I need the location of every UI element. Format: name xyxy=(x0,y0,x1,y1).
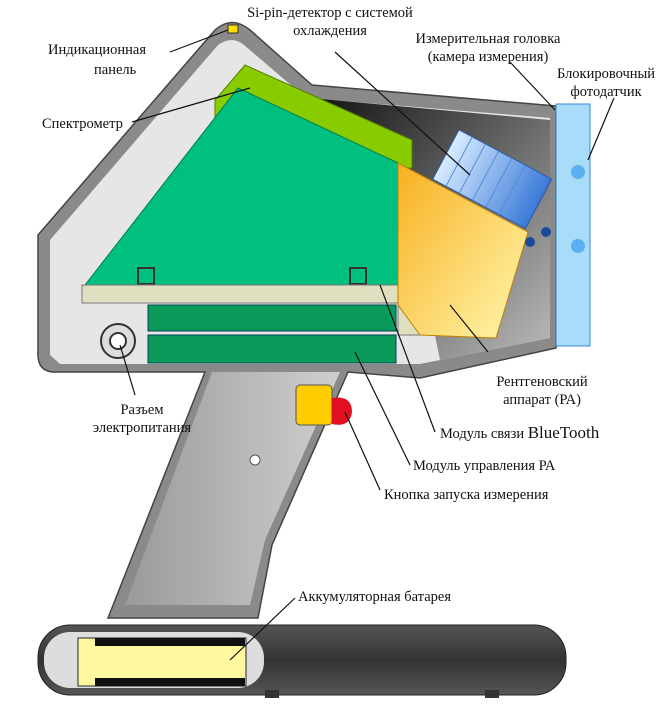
control-module xyxy=(147,334,397,364)
indicator-led xyxy=(227,24,239,34)
label-start-button: Кнопка запуска измерения xyxy=(384,487,549,503)
label-spectrometer: Спектрометр xyxy=(42,116,123,132)
trigger-housing xyxy=(295,384,333,426)
label-battery: Аккумуляторная батарея xyxy=(298,589,451,605)
base-plate xyxy=(81,284,401,304)
label-bluetooth: Модуль связи BlueTooth xyxy=(440,423,600,442)
xray-tube xyxy=(397,162,529,339)
mount-left xyxy=(137,267,155,285)
photosensor-block xyxy=(555,103,591,347)
handle-grip xyxy=(125,372,340,605)
label-measuring-head: Измерительная головка(камера измерения) xyxy=(416,31,562,65)
start-button[interactable] xyxy=(332,397,352,425)
bluetooth-module xyxy=(147,304,397,332)
detector-coil xyxy=(432,129,553,230)
label-control-module: Модуль управления РА xyxy=(413,458,556,474)
leader-lines xyxy=(119,29,615,661)
mount-right xyxy=(349,267,367,285)
